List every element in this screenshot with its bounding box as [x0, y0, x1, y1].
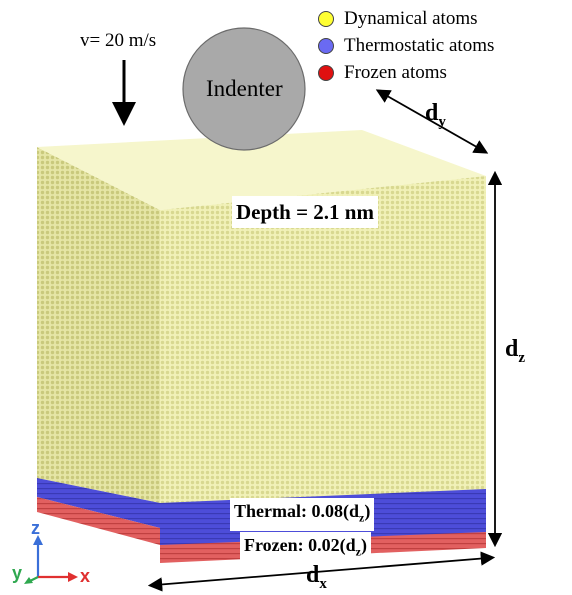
axis-z-label: z: [31, 518, 40, 538]
block-top-face: [37, 130, 486, 210]
blue-dot-icon: [318, 38, 334, 54]
legend-label: Dynamical atoms: [344, 8, 478, 29]
thermal-label: Thermal: 0.08(dz): [230, 498, 375, 531]
axis-x-label: x: [80, 566, 91, 586]
axis-triad: [24, 535, 78, 584]
dy-label: dy: [425, 100, 446, 130]
red-dot-icon: [318, 65, 334, 81]
legend-label: Thermostatic atoms: [344, 35, 495, 56]
legend-label: Frozen atoms: [344, 62, 447, 83]
legend-item-frozen: Frozen atoms: [318, 62, 447, 84]
legend-item-thermostatic: Thermostatic atoms: [318, 35, 494, 57]
indenter-sphere: [182, 27, 306, 151]
axis-y-label: y: [12, 563, 23, 583]
indenter-label: Indenter: [206, 76, 283, 101]
legend-item-dynamical: Dynamical atoms: [318, 8, 478, 30]
velocity-label: v= 20 m/s: [80, 30, 157, 51]
block-front-face: [160, 176, 486, 535]
yellow-dot-icon: [318, 11, 334, 27]
depth-label: Depth = 2.1 nm: [232, 196, 378, 228]
dy-arrow: [375, 89, 489, 154]
block-side-face: [37, 147, 160, 545]
dx-arrow: [147, 551, 496, 592]
dz-label: dz: [505, 336, 526, 366]
frozen-label: Frozen: 0.02(dz): [240, 532, 371, 565]
dx-label: dx: [306, 562, 327, 592]
